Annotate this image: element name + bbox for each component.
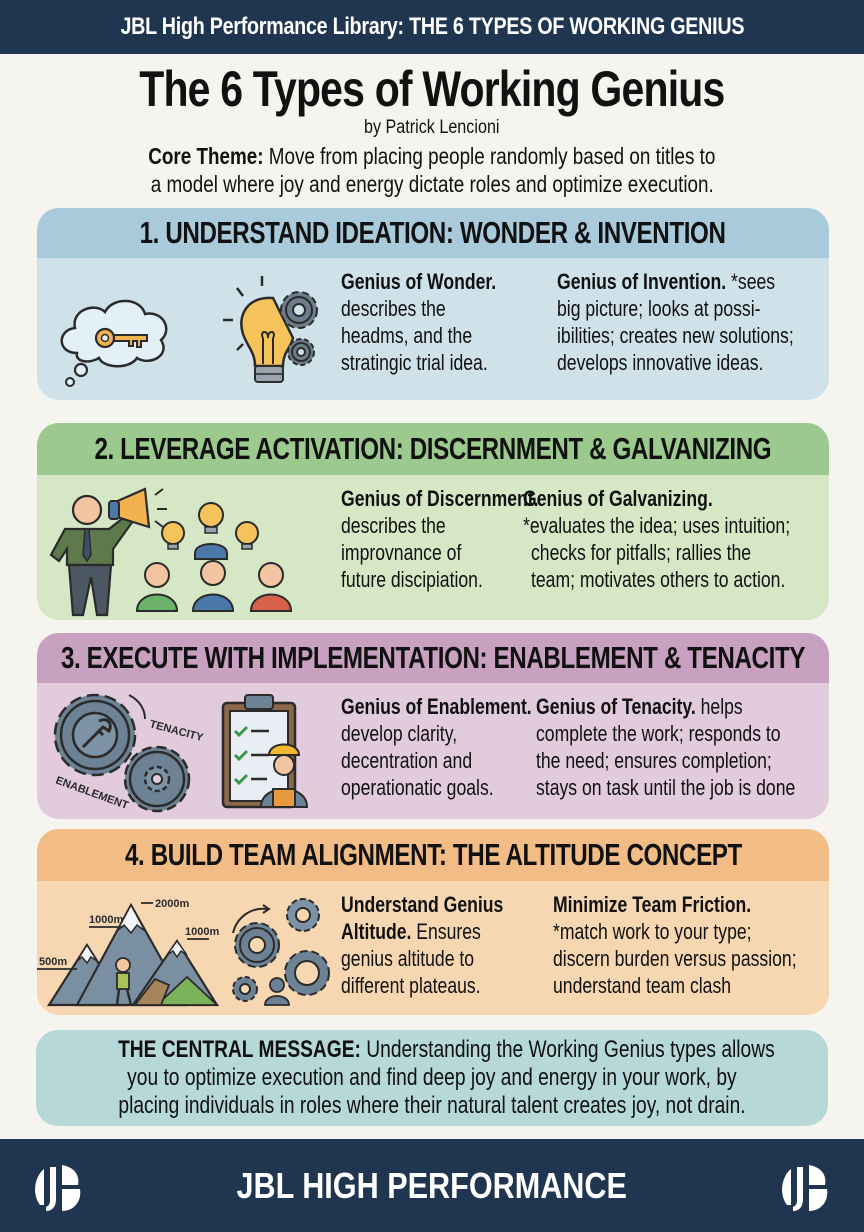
understand-genius-altitude: Understand Genius Altitude. Ensures geni… [341,892,504,998]
page-title: The 6 Types of Working Genius [139,61,725,117]
genius-discernment: Genius of Discernment. describes the imp… [341,486,539,592]
jb-monogram-icon [782,1165,828,1211]
central-message-label: THE CENTRAL MESSAGE: [118,1036,361,1063]
team-ideas-icon [135,502,293,612]
svg-text:ENABLEMENT: ENABLEMENT [54,775,130,812]
genius-enablement: Genius of Enablement. develop clarity, d… [341,694,532,800]
megaphone-leader-icon [49,487,167,617]
banner-title: JBL High Performance Library: THE 6 TYPE… [120,13,744,40]
minimize-team-friction: Minimize Team Friction. *match work to y… [553,892,797,998]
top-banner: JBL High Performance Library: THE 6 TYPE… [0,0,864,54]
section-activation: 2. LEVERAGE ACTIVATION: DISCERNMENT & GA… [37,423,829,620]
footer: JBL HIGH PERFORMANCE [0,1139,864,1232]
section-ideation: 1. UNDERSTAND IDEATION: WONDER & INVENTI… [37,208,829,400]
lightbulb-gears-icon [223,276,318,383]
activation-icons [49,487,293,617]
section-heading: 2. LEVERAGE ACTIVATION: DISCERNMENT & GA… [37,423,829,475]
core-theme-label: Core Theme: [148,143,264,169]
author-byline: by Patrick Lencioni [364,117,500,138]
alignment-icons: 2000m 1000m 1000m 500m [37,898,330,1007]
checklist-worker-icon [221,694,309,809]
gears-wrench-icon: TENACITY ENABLEMENT [53,693,205,813]
section-implementation: 3. EXECUTE WITH IMPLEMENTATION: ENABLEME… [37,633,829,819]
genius-invention: Genius of Invention. *sees big picture; … [557,269,794,375]
footer-brand: JBL HIGH PERFORMANCE [236,1164,628,1206]
central-message: THE CENTRAL MESSAGE: Understanding the W… [36,1030,828,1126]
implementation-icons: TENACITY ENABLEMENT [53,693,309,813]
section-heading: 1. UNDERSTAND IDEATION: WONDER & INVENTI… [37,208,829,258]
svg-text:2000m: 2000m [155,898,189,910]
ideation-icons [60,276,318,387]
section-heading: 3. EXECUTE WITH IMPLEMENTATION: ENABLEME… [37,633,829,683]
genius-tenacity: Genius of Tenacity. helps complete the w… [536,694,796,800]
svg-text:TENACITY: TENACITY [148,718,205,744]
mountain-altitude-icon: 2000m 1000m 1000m 500m [37,898,219,1007]
svg-text:1000m: 1000m [185,926,219,938]
section-alignment: 4. BUILD TEAM ALIGNMENT: THE ALTITUDE CO… [37,829,829,1015]
svg-text:500m: 500m [39,956,67,968]
core-theme: Core Theme: Move from placing people ran… [148,143,716,197]
gears-person-icon [232,898,330,1006]
svg-text:1000m: 1000m [89,914,123,926]
genius-wonder: Genius of Wonder. describes the headms, … [341,269,497,375]
jb-monogram-icon [35,1165,81,1211]
genius-galvanizing: Genius of Galvanizing. *evaluates the id… [523,486,791,592]
thought-cloud-key-icon [60,299,168,387]
section-heading: 4. BUILD TEAM ALIGNMENT: THE ALTITUDE CO… [37,829,829,881]
